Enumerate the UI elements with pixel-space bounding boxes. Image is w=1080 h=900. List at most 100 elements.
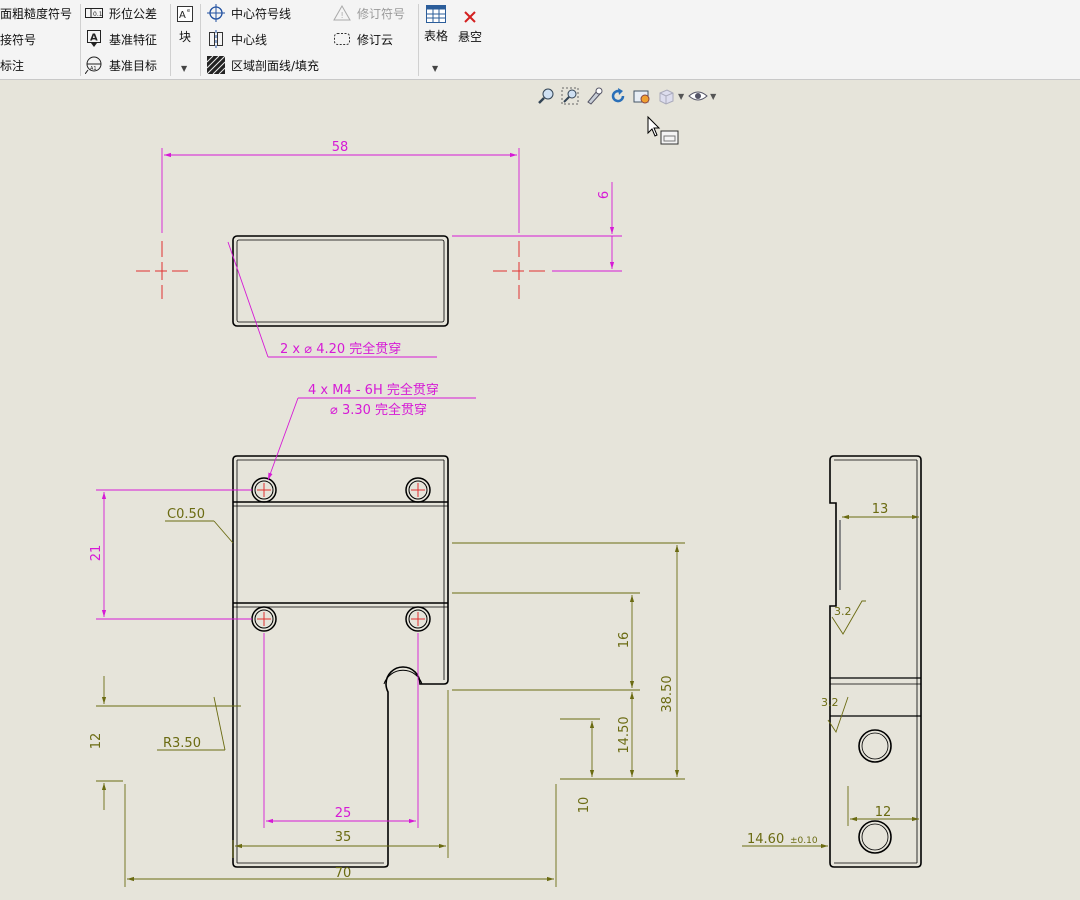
table-dropdown-arrow[interactable]: ▼ (432, 63, 439, 73)
table-grid-icon (426, 5, 446, 26)
mouse-cursor-icon (647, 115, 679, 145)
gtol-frame-icon: 0.1 (85, 5, 103, 21)
top-view[interactable]: 58 6 2 x ⌀ 4.20 完全贯穿 (136, 140, 622, 358)
datum-target-label: 基准目标 (109, 58, 158, 73)
front-view[interactable]: 4 x M4 - 6H 完全贯穿 ⌀ 3.30 完全贯穿 21 25 (89, 382, 685, 887)
centerline-label: 中心线 (231, 32, 268, 47)
ribbon-clear[interactable]: 悬空 (458, 10, 482, 45)
block-dropdown-arrow[interactable]: ▼ (181, 63, 188, 73)
annotation-label: 标注 (0, 58, 25, 73)
side-hole[interactable] (858, 820, 892, 854)
hide-show-eye-icon[interactable] (688, 86, 708, 106)
dim-38-50-text[interactable]: 38.50 (660, 675, 675, 712)
hide-show-dropdown[interactable]: ▼ (710, 91, 717, 101)
ribbon-revision-cloud[interactable]: 修订云 (333, 29, 393, 49)
ribbon-table[interactable]: 表格 (424, 5, 448, 44)
dim-35-text[interactable]: 35 (335, 830, 352, 845)
side-view-outline (829, 455, 922, 868)
olive-dim-lines (96, 520, 685, 887)
revision-triangle-icon: ! (333, 5, 351, 21)
revision-cloud-icon (333, 31, 351, 47)
top-holes-callout[interactable]: 2 x ⌀ 4.20 完全贯穿 (280, 341, 401, 357)
thread-callout-line2[interactable]: ⌀ 3.30 完全贯穿 (330, 402, 427, 418)
ribbon-datum-target[interactable]: A1 基准目标 (85, 55, 157, 75)
svg-text:A: A (90, 33, 98, 44)
thread-callout-line1[interactable]: 4 x M4 - 6H 完全贯穿 (308, 382, 439, 398)
center-mark-label: 中心符号线 (231, 6, 292, 21)
ribbon-separator (418, 4, 419, 76)
front-view-outline (232, 455, 449, 868)
ribbon-surface-finish[interactable]: 面粗糙度符号 (0, 3, 72, 23)
svg-text:!: ! (341, 11, 344, 20)
ribbon-annotation[interactable]: 标注 (0, 55, 24, 75)
ribbon-area-hatch[interactable]: 区域剖面线/填充 (207, 55, 319, 75)
side-view[interactable]: 13 12 14.60 ±0.10 3.2 3.2 (742, 455, 922, 868)
threaded-hole[interactable] (251, 477, 277, 503)
roughness-value-2[interactable]: 3.2 (821, 696, 839, 709)
dim-58-lines (161, 148, 520, 233)
dim-21-text[interactable]: 21 (89, 545, 104, 562)
side-dim-tolerance[interactable]: ±0.10 (790, 836, 818, 846)
red-x-icon (463, 10, 477, 27)
dim-6-lines (452, 182, 622, 272)
ribbon-center-mark[interactable]: 中心符号线 (207, 3, 291, 23)
centerline-icon (207, 30, 225, 48)
ribbon-separator (80, 4, 81, 76)
center-mark-icon (207, 4, 225, 22)
revision-cloud-label: 修订云 (357, 32, 394, 47)
dim-70-text[interactable]: 70 (335, 866, 352, 881)
dim-25-text[interactable]: 25 (335, 806, 352, 821)
area-hatch-icon (207, 56, 225, 74)
ribbon-datum-feature[interactable]: A 基准特征 (85, 29, 157, 49)
display-style-icon[interactable] (656, 86, 676, 106)
threaded-hole[interactable] (251, 606, 277, 632)
radius-callout[interactable]: R3.50 (163, 736, 201, 751)
thread-callout-leader (267, 397, 476, 481)
top-hole-centermark-left (136, 241, 188, 299)
side-dim-13-text[interactable]: 13 (872, 502, 889, 517)
side-dim-14-60-text[interactable]: 14.60 (747, 832, 784, 847)
slot-radius-edge (383, 669, 423, 685)
ribbon-separator (200, 4, 201, 76)
side-hole[interactable] (858, 729, 892, 763)
ribbon-gtol[interactable]: 0.1 形位公差 (85, 3, 157, 23)
top-view-chamfer-edge (236, 239, 445, 323)
table-label: 表格 (424, 29, 449, 43)
ribbon-centerline[interactable]: 中心线 (207, 29, 267, 49)
svg-text:A1: A1 (90, 66, 97, 72)
ribbon-weld-symbol[interactable]: 接符号 (0, 29, 36, 49)
threaded-hole[interactable] (405, 477, 431, 503)
top-hole-centermark-right (493, 241, 545, 299)
ribbon-revision-symbol[interactable]: ! 修订符号 (333, 3, 405, 23)
zoom-to-fit-icon[interactable] (536, 86, 556, 106)
dim-25-lines (263, 633, 419, 828)
dim-10-text[interactable]: 10 (577, 797, 592, 814)
zoom-area-icon[interactable] (560, 86, 580, 106)
dim-12-text[interactable]: 12 (89, 733, 104, 750)
clear-label: 悬空 (458, 30, 483, 44)
svg-text:e: e (187, 8, 190, 14)
drawing-sheet[interactable]: 58 6 2 x ⌀ 4.20 完全贯穿 (0, 80, 1080, 900)
threaded-hole[interactable] (405, 606, 431, 632)
dim-6-text[interactable]: 6 (597, 191, 612, 199)
sheet-properties-icon[interactable] (632, 86, 652, 106)
top-view-outline (232, 235, 449, 327)
area-hatch-label: 区域剖面线/填充 (231, 58, 320, 73)
revision-symbol-label: 修订符号 (357, 6, 406, 21)
chamfer-callout[interactable]: C0.50 (167, 507, 205, 522)
gtol-label: 形位公差 (109, 6, 158, 21)
dim-58-text[interactable]: 58 (332, 140, 349, 155)
previous-view-icon[interactable] (584, 86, 604, 106)
block-label: 块 (178, 30, 191, 44)
side-dim-12-text[interactable]: 12 (875, 805, 892, 820)
roughness-value-1[interactable]: 3.2 (834, 605, 852, 618)
datum-feature-icon: A (85, 30, 103, 47)
display-style-dropdown[interactable]: ▼ (678, 91, 685, 101)
dim-14-50-text[interactable]: 14.50 (617, 716, 632, 753)
ribbon-separator (170, 4, 171, 76)
rebuild-icon[interactable] (608, 86, 628, 106)
dim-16-text[interactable]: 16 (617, 632, 632, 649)
